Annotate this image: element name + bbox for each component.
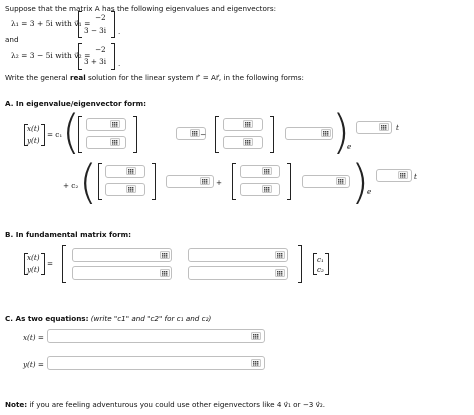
equals: =: [47, 259, 54, 268]
matrix-r1c2-input[interactable]: [188, 248, 288, 262]
v1-bracket-right: [111, 11, 115, 38]
matrix-r2c2-input[interactable]: [188, 266, 288, 280]
symbol-grid-icon[interactable]: [110, 120, 120, 128]
period: .: [118, 27, 121, 36]
big-paren-left-2: (: [79, 155, 97, 209]
x-equation-input[interactable]: [47, 329, 265, 343]
x-equation-label: x(t) =: [23, 333, 44, 342]
v1-bracket-left: [78, 11, 82, 38]
vec2-bracket-right: [270, 116, 274, 153]
big-paren-left: (: [62, 105, 80, 159]
x-of-t: x(t): [27, 253, 40, 262]
c1-label: c₁: [317, 255, 324, 264]
symbol-grid-icon[interactable]: [275, 269, 285, 277]
symbol-grid-icon[interactable]: [190, 129, 200, 137]
symbol-grid-icon[interactable]: [200, 177, 210, 185]
task-text: Write the general real solution for the …: [5, 73, 304, 82]
lambda2-expression: λ₂ = 3 − 5i with v⃗₂ =: [11, 51, 91, 60]
symbol-grid-icon[interactable]: [398, 171, 408, 179]
v2-bracket-left: [78, 43, 82, 70]
vec1-bracket-right: [133, 116, 137, 153]
x-of-t: x(t): [27, 124, 40, 133]
exp-e: e: [367, 187, 372, 196]
y-equation-label: y(t) =: [23, 360, 44, 369]
symbol-grid-icon[interactable]: [126, 185, 136, 193]
y-equation-input[interactable]: [47, 356, 265, 370]
xy-bracket-right: [41, 124, 45, 146]
vec4-top-input[interactable]: [240, 165, 280, 178]
c2-label: c₂: [317, 265, 324, 274]
vec3-top-input[interactable]: [105, 165, 145, 178]
v1-bottom: 3 − 3i: [84, 26, 107, 35]
symbol-grid-icon[interactable]: [160, 251, 170, 259]
matrix-r1c1-input[interactable]: [72, 248, 172, 262]
vec3-bracket-left: [98, 163, 102, 200]
v1-top: −2: [95, 13, 106, 22]
matrix-bracket-right: [298, 245, 302, 283]
y-of-t: y(t): [27, 265, 40, 274]
symbol-grid-icon[interactable]: [275, 251, 285, 259]
plus-sign: +: [216, 178, 223, 187]
v2-bracket-right: [111, 43, 115, 70]
part-c-heading: C. As two equations: (write "c1" and "c2…: [5, 314, 212, 323]
b-xy-bracket-right: [41, 253, 45, 275]
symbol-grid-icon[interactable]: [243, 138, 253, 146]
symbol-grid-icon[interactable]: [336, 177, 346, 185]
exp-e: e: [347, 142, 352, 151]
xy-bracket-left: [24, 124, 28, 146]
y-of-t: y(t): [27, 136, 40, 145]
b-xy-bracket-left: [24, 253, 28, 275]
symbol-grid-icon[interactable]: [110, 138, 120, 146]
equals-c1: = c₁: [47, 130, 63, 139]
vec4-bottom-input[interactable]: [240, 183, 280, 196]
big-paren-right: ): [332, 105, 350, 159]
vec1-bracket-left: [78, 116, 82, 153]
vec2-bracket-left: [215, 116, 219, 153]
symbol-grid-icon[interactable]: [251, 359, 261, 367]
period: .: [118, 59, 121, 68]
minus-sign: −: [200, 130, 207, 139]
vec1-top-input[interactable]: [86, 118, 126, 131]
vec3-bracket-right: [152, 163, 156, 200]
c-bracket-right: [325, 253, 329, 275]
vec1-bottom-input[interactable]: [86, 136, 126, 149]
matrix-r2c1-input[interactable]: [72, 266, 172, 280]
exp-t: t: [396, 123, 399, 132]
symbol-grid-icon[interactable]: [160, 269, 170, 277]
v2-top: −2: [95, 45, 106, 54]
intro-line: Suppose that the matrix A has the follow…: [5, 4, 276, 13]
c-bracket-left: [313, 253, 317, 275]
symbol-grid-icon[interactable]: [243, 120, 253, 128]
symbol-grid-icon[interactable]: [262, 167, 272, 175]
matrix-bracket-left: [62, 245, 66, 283]
symbol-grid-icon[interactable]: [379, 123, 389, 131]
vec4-bracket-right: [287, 163, 291, 200]
vec3-bottom-input[interactable]: [105, 183, 145, 196]
and-text: and: [5, 35, 19, 44]
symbol-grid-icon[interactable]: [262, 185, 272, 193]
exp-t: t: [414, 172, 417, 181]
part-b-heading: B. In fundamental matrix form:: [5, 230, 131, 239]
plus-c2: + c₂: [63, 181, 79, 190]
big-paren-right-2: ): [351, 155, 369, 209]
symbol-grid-icon[interactable]: [126, 167, 136, 175]
symbol-grid-icon[interactable]: [321, 129, 331, 137]
symbol-grid-icon[interactable]: [251, 332, 261, 340]
note-text: Note: if you are feeling adventurous you…: [5, 400, 326, 409]
part-a-heading: A. In eigenvalue/eigenvector form:: [5, 99, 147, 108]
v2-bottom: 3 + 3i: [84, 57, 107, 66]
lambda1-expression: λ₁ = 3 + 5i with v⃗₁ =: [11, 19, 91, 28]
vec4-bracket-left: [232, 163, 236, 200]
